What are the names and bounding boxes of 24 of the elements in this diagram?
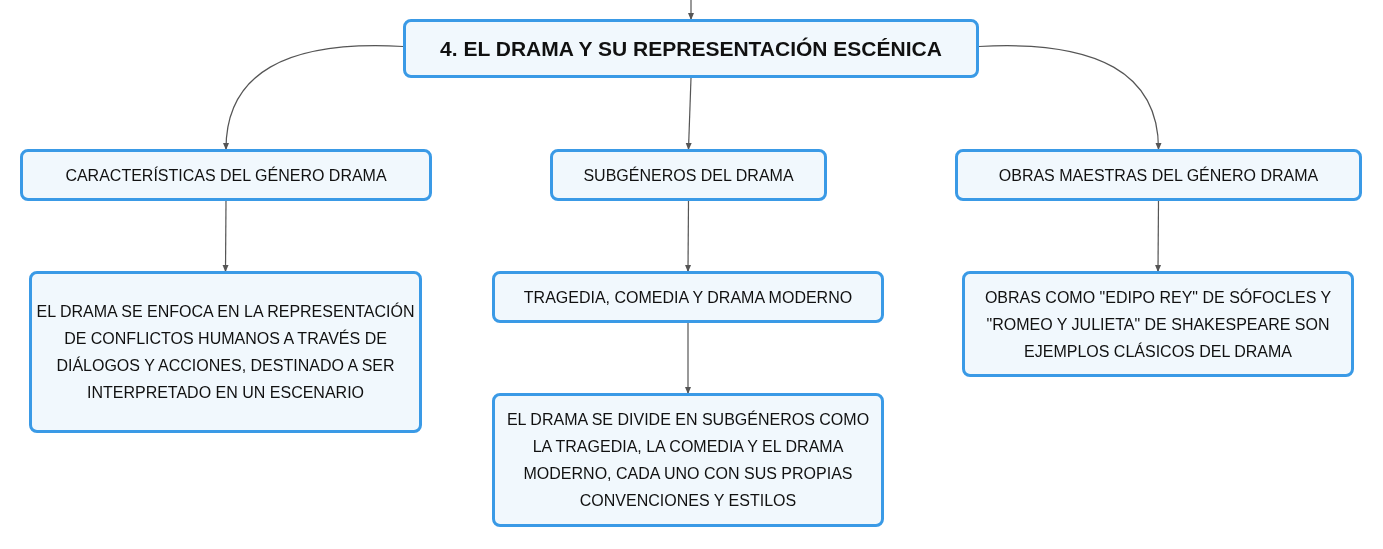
node-text: 4. EL DRAMA Y SU REPRESENTACIÓN ESCÉNICA — [440, 35, 942, 62]
node-text: EL DRAMA SE ENFOCA EN LA REPRESENTACIÓN DE CONFLICTOS HUMANOS A TRAVÉS DE DIÁLOGOS Y ACCIONES, DESTINADO A SER INTERPRETADO EN UN ESCENARIO — [36, 301, 415, 403]
connector-arrow — [222, 200, 229, 273]
node-text: TRAGEDIA, COMEDIA Y DRAMA MODERNO — [523, 287, 853, 308]
subtopic-box — [492, 393, 884, 527]
subtopic-box — [20, 149, 432, 201]
connector-arrow — [688, 0, 694, 21]
subtopic-box — [29, 271, 422, 433]
topic-box — [403, 19, 979, 78]
subtopic-box — [550, 149, 827, 201]
connector-arrow — [223, 45, 404, 151]
connector-arrow — [978, 45, 1162, 151]
subtopic-box — [955, 149, 1362, 201]
connector-arrow — [685, 322, 691, 395]
node-text: OBRAS COMO "EDIPO REY" DE SÓFOCLES Y "ROMEO Y JULIETA" DE SHAKESPEARE SON EJEMPLOS CLÁSICOS DEL DRAMA — [983, 287, 1333, 362]
node-text: OBRAS MAESTRAS DEL GÉNERO DRAMA — [998, 165, 1319, 186]
subtopic-box — [962, 271, 1354, 377]
connector-arrow — [1155, 200, 1162, 273]
node-text: SUBGÉNEROS DEL DRAMA — [583, 165, 794, 186]
connector-arrow — [685, 77, 692, 151]
node-text: EL DRAMA SE DIVIDE EN SUBGÉNEROS COMO LA TRAGEDIA, LA COMEDIA Y EL DRAMA MODERNO, CADA UNO CON SUS PROPIAS CONVENCIONES Y ESTILOS — [505, 409, 871, 511]
node-text: CARACTERÍSTICAS DEL GÉNERO DRAMA — [65, 165, 387, 186]
connector-arrow — [685, 200, 692, 273]
subtopic-box — [492, 271, 884, 323]
